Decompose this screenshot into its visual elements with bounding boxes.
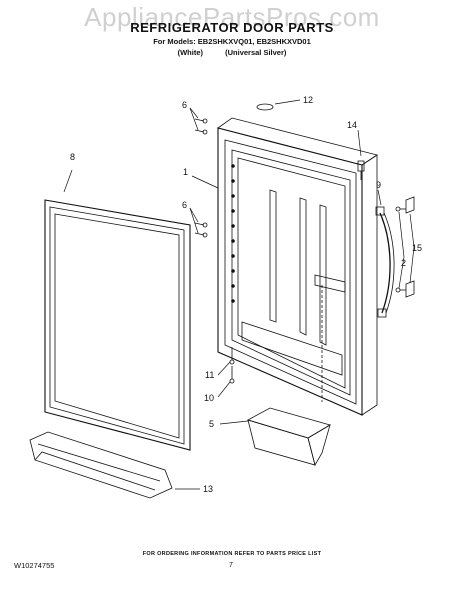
model-numbers: For Models: EB2SHKXVQ01, EB2SHKXVD01	[153, 37, 311, 46]
callout-11: 11	[205, 370, 214, 380]
callout-8: 8	[70, 152, 75, 162]
callout-14: 14	[347, 120, 357, 130]
bottom-trim	[29, 431, 173, 499]
color-white: (White)	[177, 48, 204, 57]
screws-top	[194, 118, 208, 135]
door-stop	[357, 160, 365, 180]
callout-13: 13	[203, 484, 213, 494]
screws-middle	[194, 222, 208, 238]
page-title: REFRIGERATOR DOOR PARTS	[130, 20, 334, 35]
callout-6-top: 6	[182, 100, 187, 110]
door-panel	[217, 117, 378, 416]
door-bin	[246, 407, 332, 467]
handle-end-caps	[405, 196, 415, 298]
callout-1: 1	[183, 167, 188, 177]
leader-lines	[63, 99, 415, 490]
page-number: 7	[229, 562, 233, 569]
hinge-cover	[256, 103, 274, 111]
callout-9: 9	[376, 180, 381, 190]
callout-6-middle: 6	[182, 200, 187, 210]
screws-right	[395, 206, 406, 293]
door-gasket	[44, 199, 191, 451]
callout-12: 12	[303, 95, 313, 105]
callout-5: 5	[209, 419, 214, 429]
watermark: AppliancePartsPros.com	[84, 2, 380, 32]
callout-10: 10	[204, 393, 214, 403]
color-universal-silver: (Universal Silver)	[225, 48, 287, 57]
color-variants: (White) (Universal Silver)	[0, 48, 464, 57]
callout-2: 2	[401, 258, 406, 268]
screws-bottom	[229, 347, 235, 384]
callout-15: 15	[412, 243, 422, 253]
door-handle	[375, 206, 395, 318]
document-number: W10274755	[14, 561, 55, 570]
ordering-note: FOR ORDERING INFORMATION REFER TO PARTS …	[142, 551, 322, 557]
